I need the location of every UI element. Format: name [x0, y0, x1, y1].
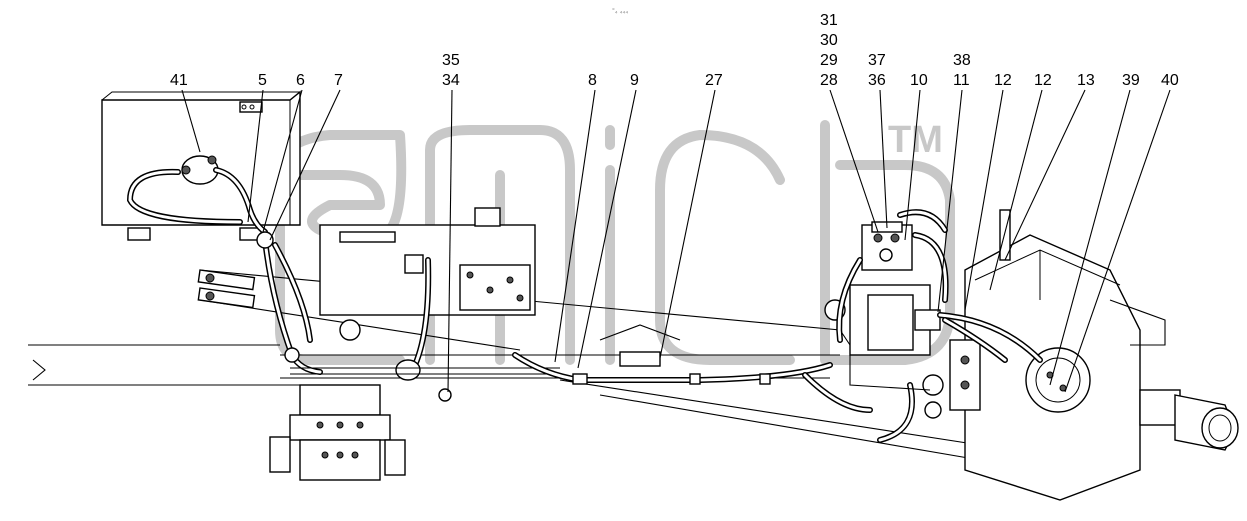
callout-5: 5: [258, 72, 267, 89]
rotator-assembly: [937, 209, 1239, 501]
callout-30: 30: [820, 32, 838, 49]
callout-13: 13: [1077, 72, 1095, 89]
callout-40: 40: [1161, 72, 1179, 89]
callout-35: 35: [442, 52, 460, 69]
callout-38: 38: [953, 52, 971, 69]
watermark: TM: [263, 119, 955, 365]
hose-lines-middle: [512, 324, 873, 413]
callout-12-a: 12: [994, 72, 1012, 89]
callout-36: 36: [868, 72, 886, 89]
hose-lines-left: [256, 231, 560, 402]
callout-10: 10: [910, 72, 928, 89]
watermark-letter-4: [655, 130, 795, 365]
callout-31: 31: [820, 12, 838, 29]
callout-41: 41: [170, 72, 188, 89]
callout-11: 11: [953, 72, 970, 89]
undercarriage-left: [269, 384, 406, 481]
hydraulic-tank: [101, 90, 301, 241]
header-mark: °₄ ₄₄₄: [612, 7, 628, 15]
watermark-letter-5: [820, 120, 955, 365]
callout-34: 34: [442, 72, 460, 89]
callout-labels: 41 5 6 7 35 34 8 9 27 31 30 29 28 37 36 …: [170, 12, 1179, 89]
watermark-letter-1: [263, 130, 407, 365]
callout-37: 37: [868, 52, 886, 69]
control-valve-group: [824, 209, 949, 443]
callout-12-b: 12: [1034, 72, 1052, 89]
callout-39: 39: [1122, 72, 1140, 89]
callout-8: 8: [588, 72, 597, 89]
callout-7: 7: [334, 72, 343, 89]
callout-28: 28: [820, 72, 838, 89]
leader-lines: [181, 89, 1171, 393]
callout-9: 9: [630, 72, 639, 89]
callout-29: 29: [820, 52, 838, 69]
callout-6: 6: [296, 72, 305, 89]
callout-27: 27: [705, 72, 723, 89]
